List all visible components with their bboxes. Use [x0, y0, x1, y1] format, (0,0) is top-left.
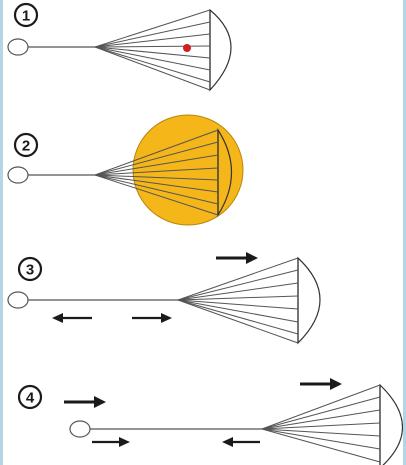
step-4-tow-ring-icon	[69, 420, 91, 438]
step-4: 4	[17, 378, 403, 465]
step-1-parachute-canopy	[209, 8, 232, 92]
step-2-canopy-panels	[217, 127, 233, 218]
step-3-backward-arrow-icon	[52, 313, 92, 323]
step-3-number-badge: 3	[17, 256, 43, 282]
step-4-lower-forward-arrow-icon	[92, 437, 130, 447]
step-1-tow-ring-icon	[7, 38, 29, 56]
step-2-number-badge: 2	[13, 132, 39, 158]
step-4-upper-forward-arrow-icon	[64, 396, 106, 408]
step-3: 3	[7, 252, 321, 345]
step-1-number: 1	[22, 8, 30, 25]
step-3-canopy-motion-arrow-icon	[216, 252, 258, 264]
step-2-suspension-lines	[94, 129, 219, 216]
step-3-forward-arrow-icon	[132, 313, 172, 323]
step-4-number-badge: 4	[17, 384, 43, 410]
step-4-parachute-canopy	[379, 383, 403, 465]
step-2-tow-ring-icon	[7, 166, 29, 184]
step-4-canopy-motion-arrow-icon	[300, 378, 342, 390]
step-4-backward-arrow-icon	[222, 437, 260, 447]
step-1-suspension-lines	[94, 9, 211, 91]
step-3-number: 3	[26, 262, 34, 279]
step-3-parachute-canopy	[297, 256, 321, 345]
step-1-red-marker	[183, 44, 191, 52]
step-2: 2	[7, 114, 244, 226]
step-3-tow-ring-icon	[7, 291, 29, 309]
step-2-number: 2	[22, 138, 30, 155]
step-4-suspension-lines	[261, 384, 381, 463]
step-1: 1	[7, 2, 232, 92]
step-4-number: 4	[26, 390, 35, 407]
step-1-number-badge: 1	[13, 2, 39, 28]
step-3-suspension-lines	[177, 257, 299, 344]
figure-panel: 1	[3, 0, 403, 465]
parachute-deployment-diagram: 1	[7, 2, 403, 465]
